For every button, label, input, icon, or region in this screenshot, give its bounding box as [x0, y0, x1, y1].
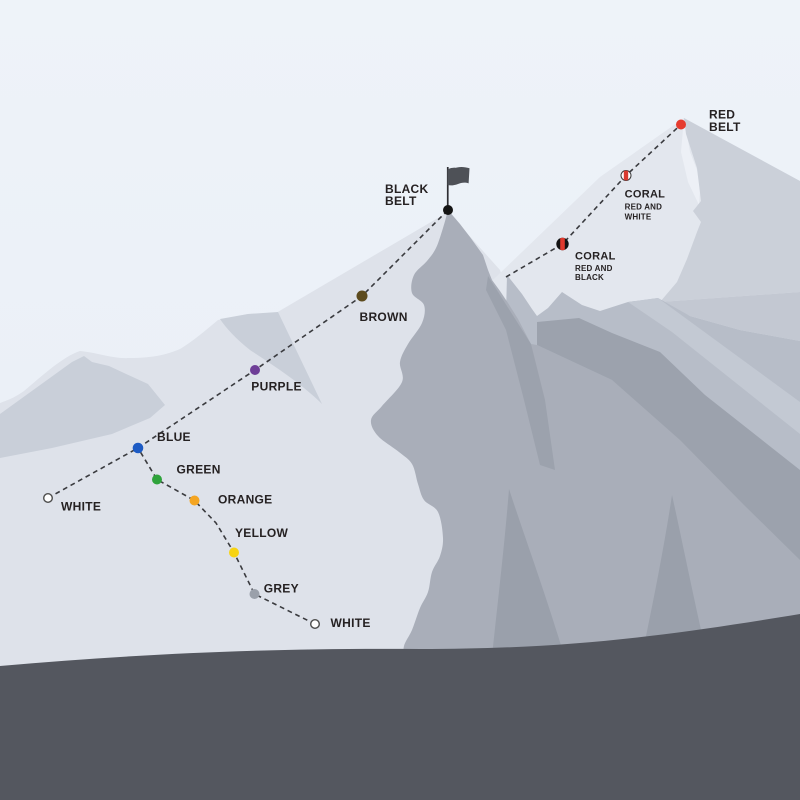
svg-text:RED: RED [709, 107, 735, 121]
svg-text:BROWN: BROWN [360, 310, 408, 324]
svg-text:WHITE: WHITE [61, 500, 101, 514]
svg-text:GREY: GREY [264, 582, 299, 596]
svg-text:RED AND: RED AND [625, 203, 663, 212]
svg-text:CORAL: CORAL [625, 188, 666, 200]
svg-text:BELT: BELT [385, 194, 417, 208]
svg-text:CORAL: CORAL [575, 251, 616, 263]
svg-text:YELLOW: YELLOW [235, 526, 289, 540]
svg-text:WHITE: WHITE [331, 616, 371, 630]
svg-text:BLUE: BLUE [157, 430, 191, 444]
svg-text:RED AND: RED AND [575, 264, 613, 273]
svg-text:BLACK: BLACK [385, 182, 429, 196]
svg-text:BELT: BELT [709, 120, 741, 134]
svg-text:WHITE: WHITE [625, 213, 652, 222]
svg-text:ORANGE: ORANGE [218, 493, 272, 507]
svg-text:GREEN: GREEN [177, 463, 221, 477]
svg-text:BLACK: BLACK [575, 273, 604, 282]
svg-text:PURPLE: PURPLE [251, 380, 301, 394]
